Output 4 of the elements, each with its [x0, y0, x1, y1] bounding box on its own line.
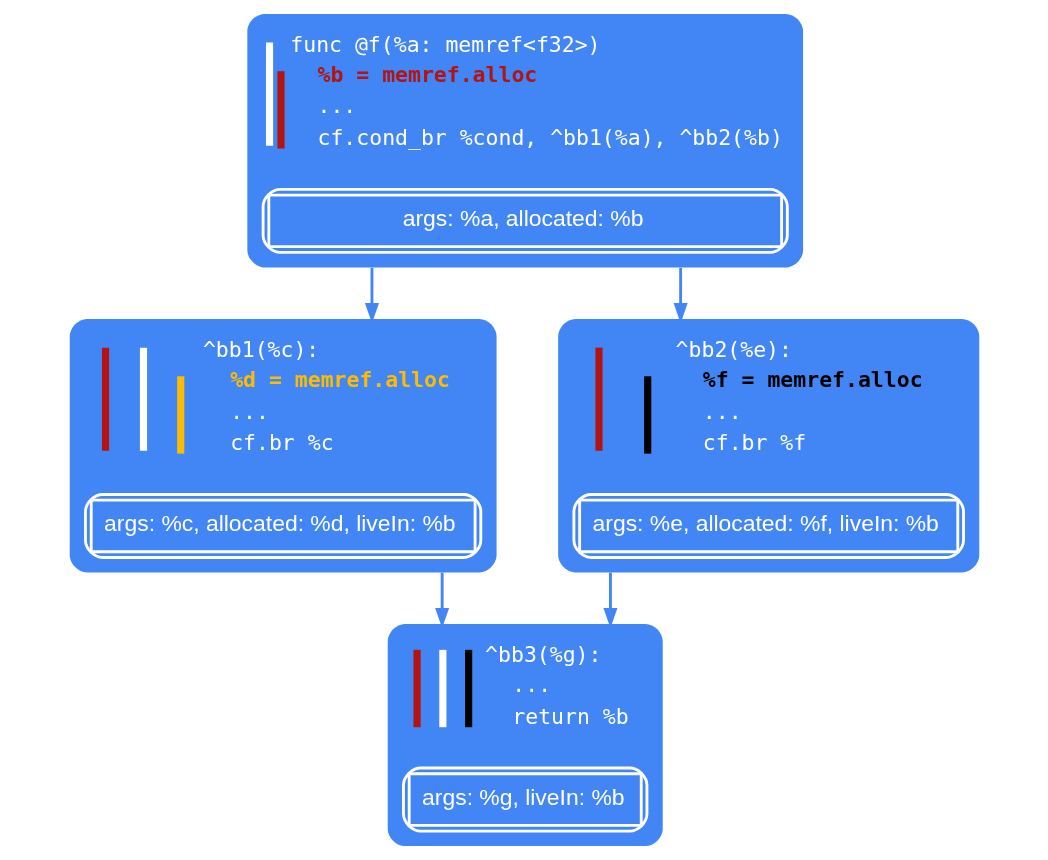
node-box: func @f(%a: memref<f32>) %b = memref.alloc ... cf.cond_br %cond, ^bb1(%a), ^bb2(%b) args: %a, allocated: %b [246, 13, 803, 268]
node-box: ^bb2(%e): %f = memref.alloc ... cf.br %f args: %e, allocated: %f, liveIn: %b [557, 319, 979, 573]
node-box: ^bb1(%c): %d = memref.alloc ... cf.br %c args: %c, allocated: %d, liveIn: %b [69, 319, 497, 573]
node-box: ^bb3(%g): ... return %b args: %g, liveIn: %b [387, 624, 663, 847]
